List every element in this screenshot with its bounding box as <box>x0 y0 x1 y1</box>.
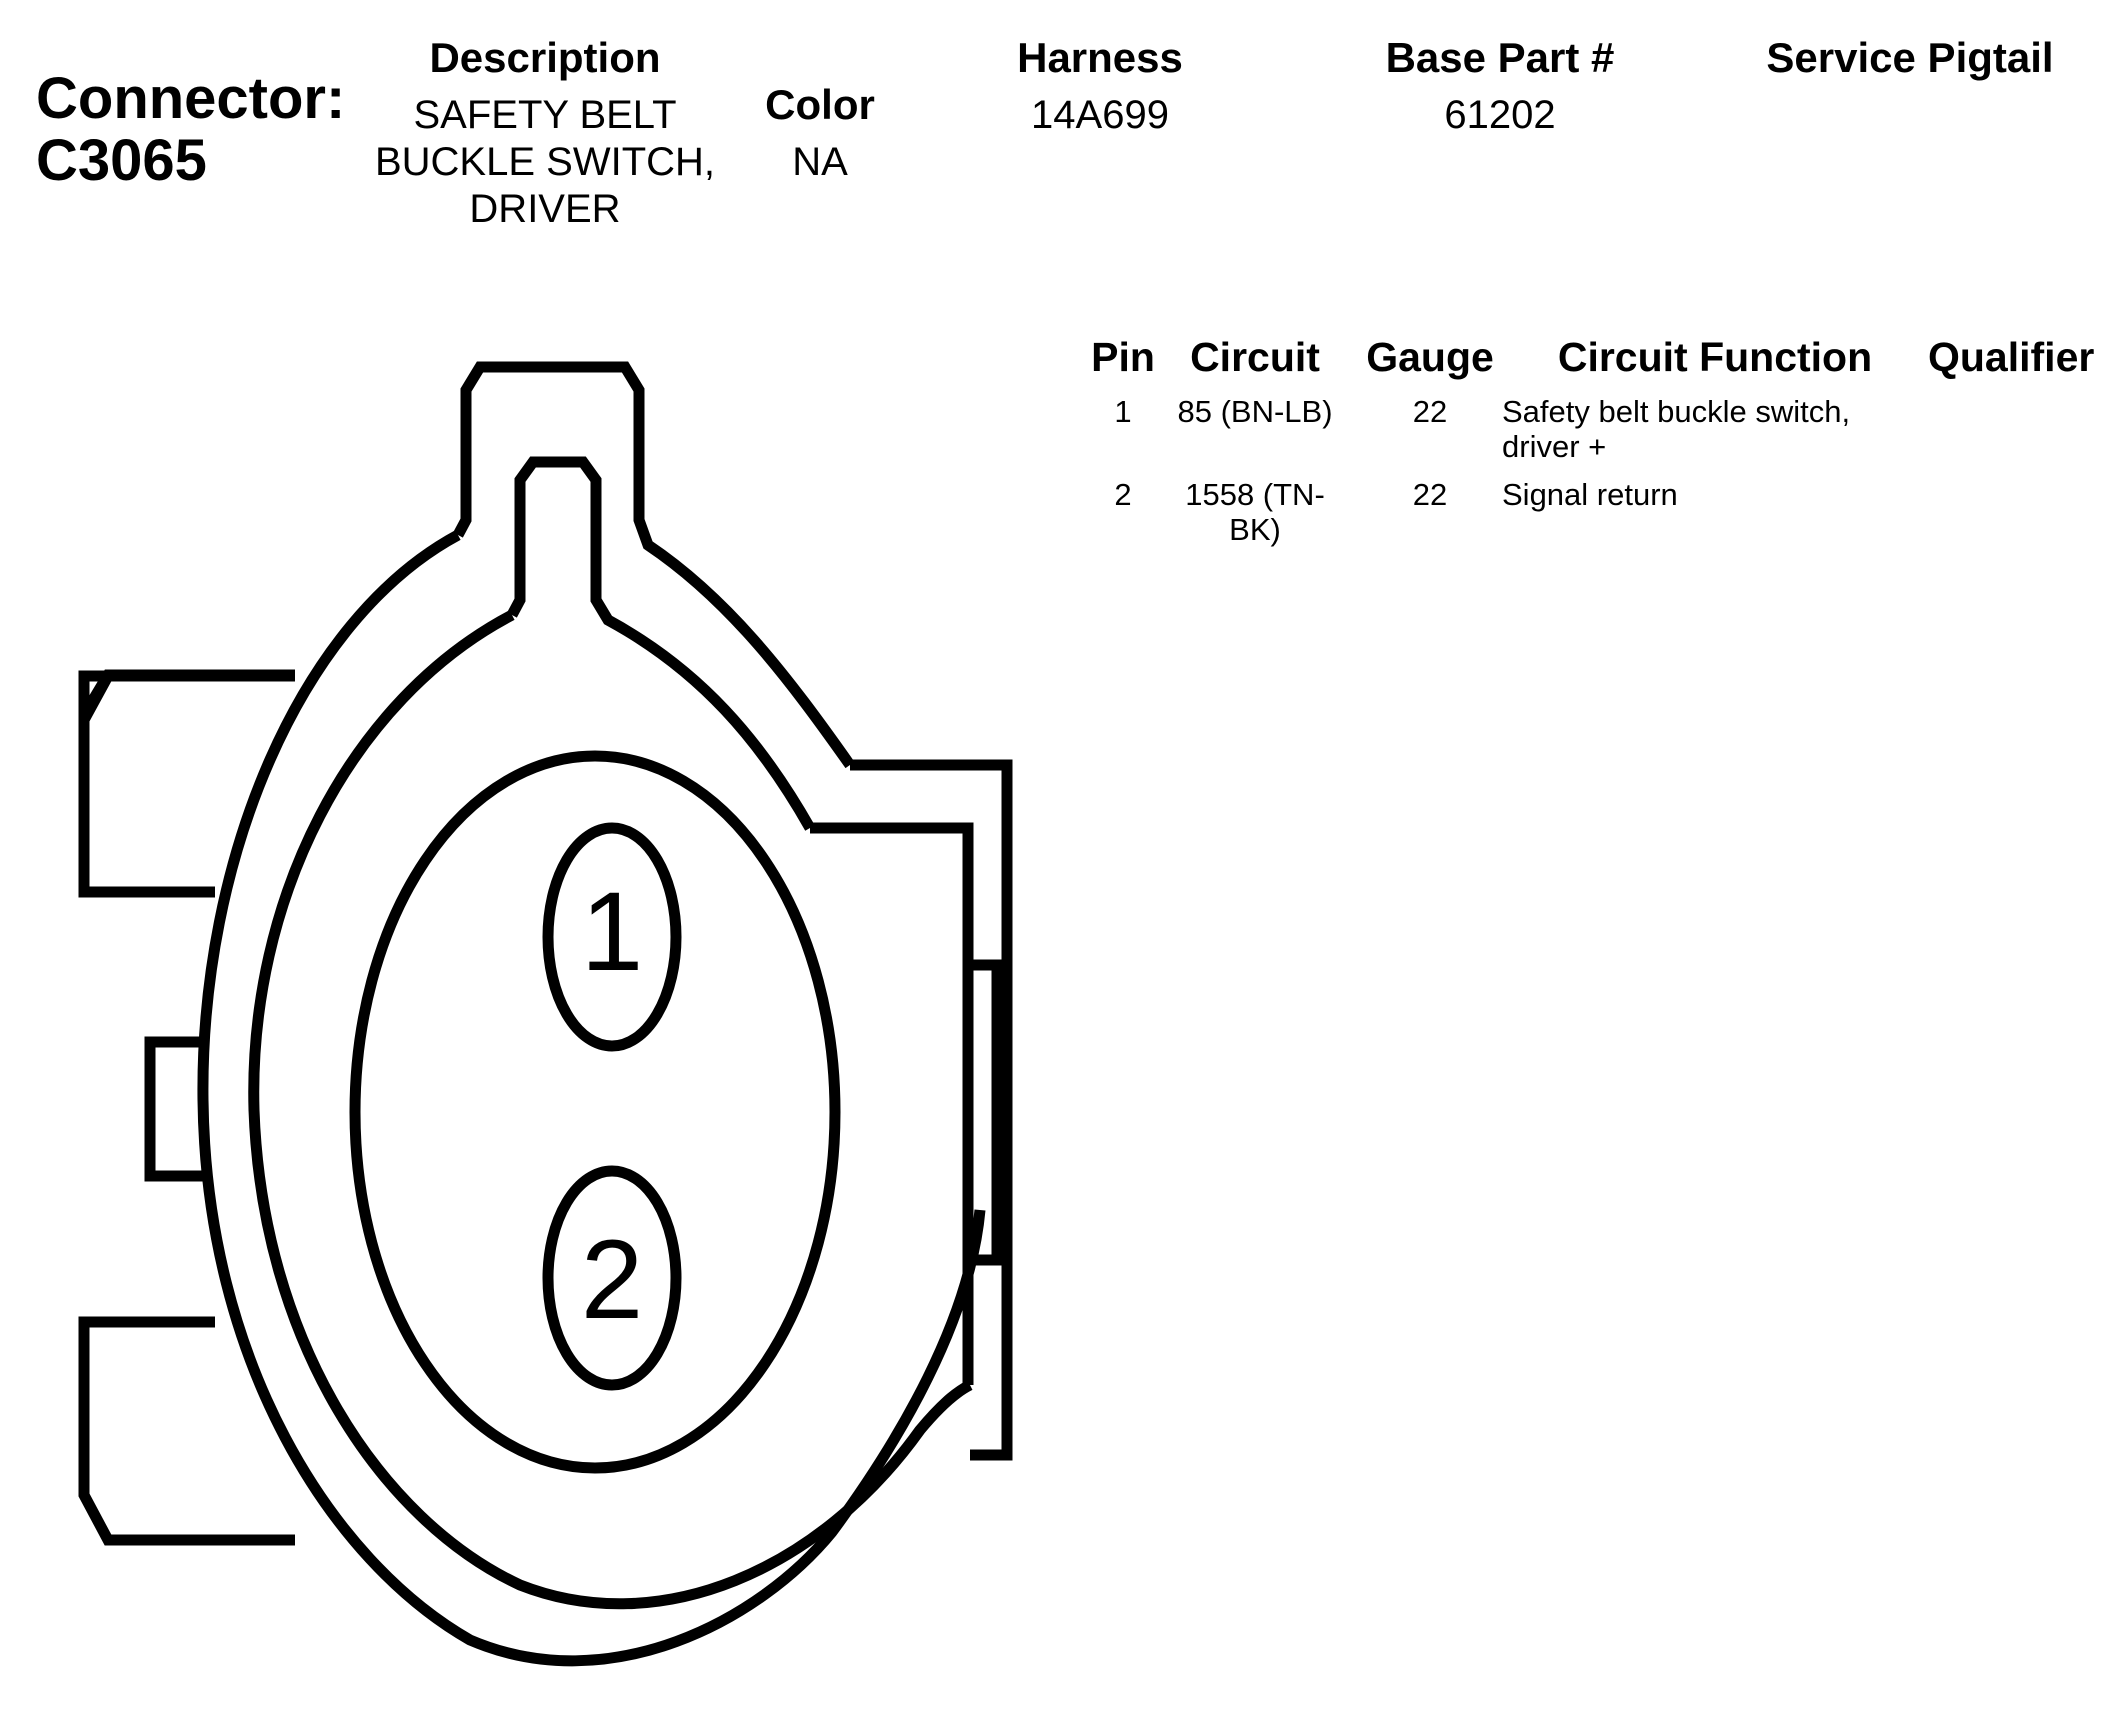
connector-label: Connector: <box>36 66 346 131</box>
pin-2-label: 2 <box>581 1217 643 1342</box>
connector-header: Connector: C3065 <box>36 68 345 192</box>
right-key-slot <box>968 959 1003 1266</box>
row1-function-line-1: Safety belt buckle switch, <box>1502 394 1851 429</box>
housing-outer-outline <box>197 530 986 1667</box>
description-label: Description <box>429 34 661 81</box>
service-pigtail-label: Service Pigtail <box>1766 34 2054 81</box>
row1-gauge: 22 <box>1412 394 1448 429</box>
housing-inner-outline <box>248 610 973 1610</box>
connector-id: C3065 <box>36 128 207 193</box>
pin-1-label: 1 <box>581 869 643 994</box>
pin-1-cavity <box>542 822 682 1052</box>
row1-circuit: 85 (BN-LB) <box>1165 394 1345 429</box>
row2-circuit-line-2: BK) <box>1229 512 1281 547</box>
row1-function-line-2: driver + <box>1502 429 1607 464</box>
base-part-value: 61202 <box>1444 93 1556 137</box>
harness-value: 14A699 <box>1031 93 1169 137</box>
row2-function-line-1: Signal return <box>1502 477 1678 512</box>
pin-insert-oval <box>349 750 841 1474</box>
col-qualifier: Qualifier <box>1928 334 2095 380</box>
row1-pin: 1 <box>1114 394 1132 429</box>
base-part-label: Base Part # <box>1385 34 1615 81</box>
pin-2-cavity <box>542 1165 682 1391</box>
row1-circuit-line-1: 85 (BN-LB) <box>1177 394 1333 429</box>
description-value: SAFETY BELT BUCKLE SWITCH, DRIVER <box>345 92 745 233</box>
row2-pin: 2 <box>1114 477 1132 512</box>
row1-function: Safety belt buckle switch, driver + <box>1502 394 1922 464</box>
right-frame-outer <box>850 759 1013 1461</box>
left-upper-ear-frame <box>78 669 295 898</box>
col-circuit-function: Circuit Function <box>1557 334 1873 380</box>
latch-outer <box>453 361 855 769</box>
row2-circuit-line-1: 1558 (TN- <box>1185 477 1325 512</box>
left-upper-ear <box>78 670 295 723</box>
col-circuit: Circuit <box>1190 334 1320 380</box>
latch-inner <box>507 456 815 831</box>
color-label: Color <box>765 81 875 128</box>
left-small-key <box>144 1036 205 1182</box>
col-gauge: Gauge <box>1366 334 1494 380</box>
harness-label: Harness <box>1017 34 1183 81</box>
description-line-1: SAFETY BELT <box>413 93 677 137</box>
description-line-3: DRIVER <box>469 187 621 231</box>
color-value: NA <box>792 140 848 184</box>
left-lower-ear-frame <box>78 1316 295 1546</box>
row2-function: Signal return <box>1502 477 1922 512</box>
row2-circuit: 1558 (TN- BK) <box>1165 477 1345 547</box>
row2-gauge: 22 <box>1412 477 1448 512</box>
description-line-2: BUCKLE SWITCH, <box>374 140 716 184</box>
right-frame-inner <box>810 822 974 1385</box>
col-pin: Pin <box>1091 334 1155 380</box>
